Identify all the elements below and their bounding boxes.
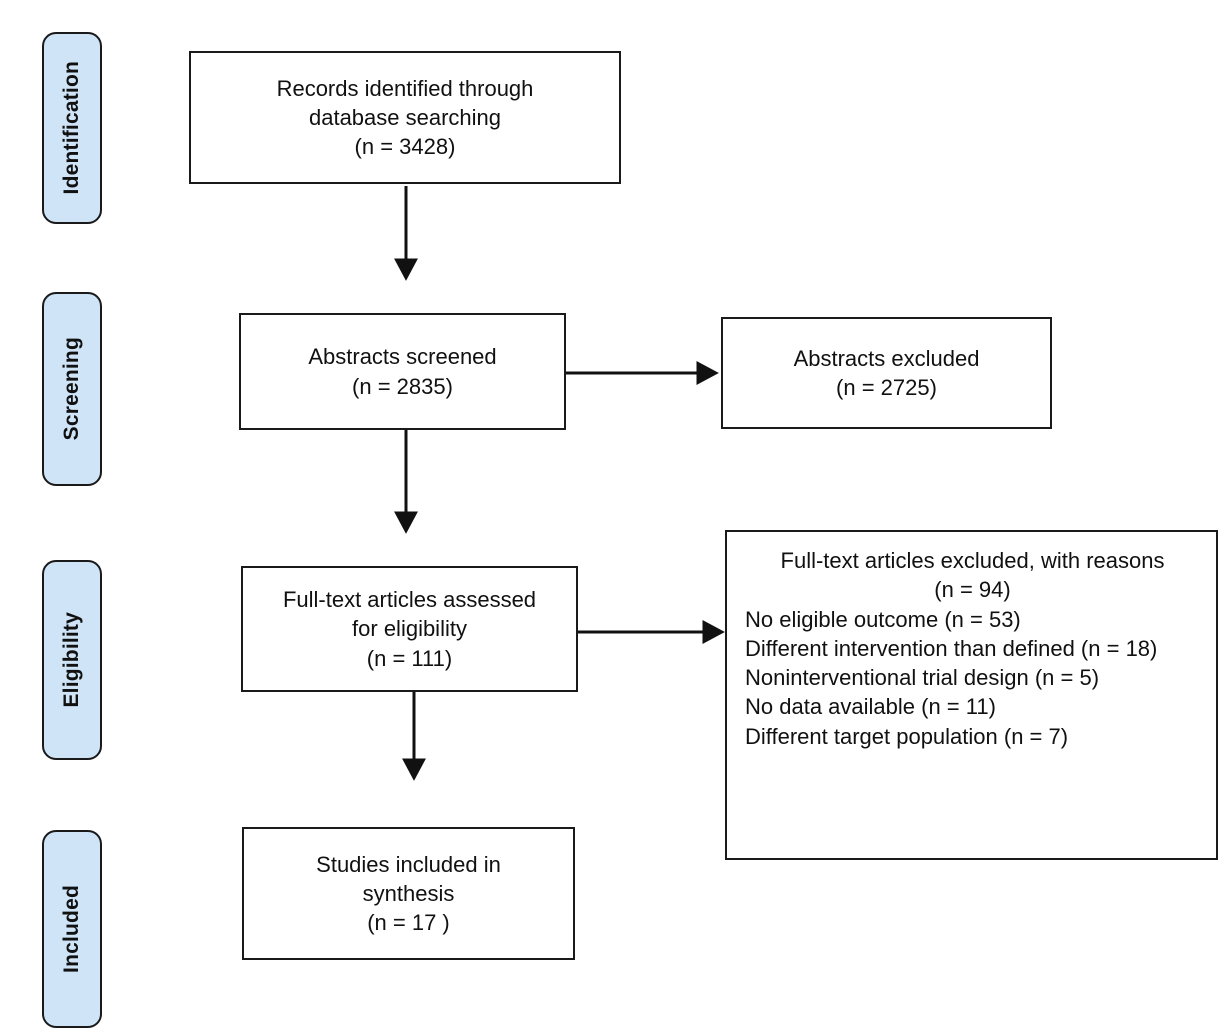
box-abstracts-excluded: Abstracts excluded (n = 2725) — [721, 317, 1052, 429]
box-studies-included: Studies included in synthesis (n = 17 ) — [242, 827, 575, 960]
stage-label-screening-text: Screening — [60, 337, 83, 441]
box-fulltext-excluded-reason-1: No eligible outcome (n = 53) — [745, 606, 1021, 632]
box-studies-included-line2: synthesis — [362, 880, 455, 906]
stage-label-identification: Identification — [42, 32, 102, 224]
box-records-identified-line2: database searching — [308, 104, 502, 130]
stage-label-eligibility: Eligibility — [42, 560, 102, 760]
box-fulltext-assessed: Full-text articles assessed for eligibil… — [241, 566, 578, 692]
box-abstracts-excluded-line1: Abstracts excluded — [793, 345, 980, 371]
box-studies-included-count: (n = 17 ) — [367, 910, 450, 936]
box-fulltext-excluded-reason-2: Different intervention than defined (n =… — [745, 635, 1158, 661]
box-fulltext-assessed-line2: for eligibility — [352, 616, 467, 642]
box-abstracts-screened-count: (n = 2835) — [352, 373, 453, 399]
stage-label-included-text: Included — [60, 885, 83, 973]
box-fulltext-excluded-count: (n = 94) — [934, 577, 1011, 603]
box-fulltext-excluded-reason-5: Different target population (n = 7) — [745, 723, 1069, 749]
box-abstracts-screened: Abstracts screened (n = 2835) — [239, 313, 566, 430]
stage-label-identification-text: Identification — [60, 61, 83, 195]
box-fulltext-excluded: Full-text articles excluded, with reason… — [725, 530, 1218, 860]
box-records-identified-line1: Records identified through — [276, 75, 534, 101]
box-fulltext-excluded-reason-4: No data available (n = 11) — [745, 694, 996, 720]
box-records-identified-count: (n = 3428) — [354, 134, 456, 160]
box-fulltext-excluded-heading: Full-text articles excluded, with reason… — [780, 548, 1165, 573]
box-fulltext-excluded-reason-3: Noninterventional trial design (n = 5) — [745, 665, 1100, 690]
box-records-identified: Records identified through database sear… — [189, 51, 621, 184]
box-abstracts-screened-line1: Abstracts screened — [308, 344, 497, 370]
stage-label-screening: Screening — [42, 292, 102, 486]
box-abstracts-excluded-count: (n = 2725) — [836, 375, 937, 400]
box-studies-included-line1: Studies included in — [316, 851, 501, 877]
stage-label-eligibility-text: Eligibility — [60, 612, 83, 708]
stage-label-included: Included — [42, 830, 102, 1028]
box-fulltext-assessed-count: (n = 111) — [366, 645, 453, 671]
box-fulltext-assessed-line1: Full-text articles assessed — [282, 587, 537, 613]
